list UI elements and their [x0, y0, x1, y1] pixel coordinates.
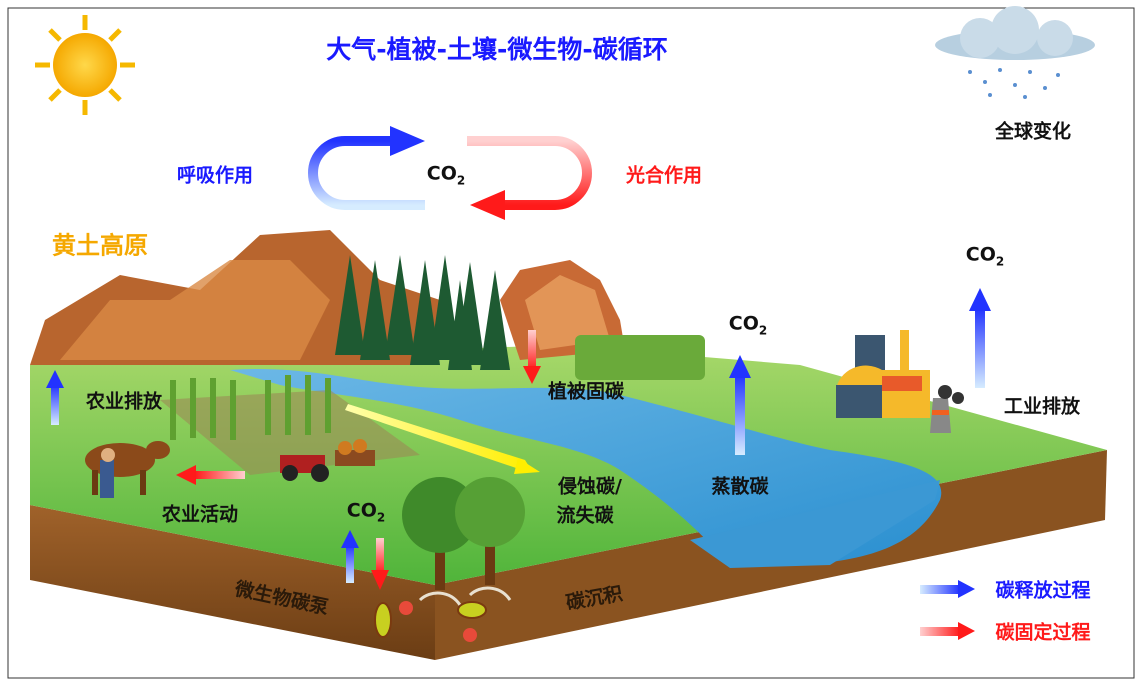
soil-microbes	[374, 601, 487, 642]
soil-front-left-face	[30, 505, 435, 660]
co2-center-label: CO2	[427, 163, 465, 188]
loess-plateau-label: 黄土高原	[52, 231, 148, 260]
respiration-loop-arrow	[308, 126, 425, 210]
legend-release-label: 碳释放过程	[995, 579, 1091, 602]
legend-release-arrow	[920, 580, 975, 598]
agri-activity-arrow	[176, 465, 245, 485]
co2-subscript: 2	[376, 510, 386, 525]
industry-emission-arrow	[969, 288, 991, 388]
erosion-label-line2: 流失碳	[556, 504, 614, 527]
evapotranspiration-label: 蒸散碳	[711, 475, 769, 498]
industry-emission-label: 工业排放	[1003, 395, 1081, 418]
factory	[836, 330, 964, 433]
conifer-forest	[335, 255, 510, 370]
co2-text: CO	[346, 499, 377, 522]
loess-mountains	[30, 230, 625, 365]
river-front-face	[690, 480, 940, 568]
co2-subscript: 2	[995, 254, 1005, 269]
wetland-reeds	[575, 335, 705, 380]
erosion-label-line1: 侵蚀碳/	[558, 475, 622, 498]
page-title: 大气-植被-土壤-微生物-碳循环	[326, 35, 668, 64]
frame-border	[7, 7, 1135, 679]
cow-and-farmer	[85, 441, 170, 498]
global-change-label: 全球变化	[994, 120, 1072, 143]
vegetation-fixation-label: 植被固碳	[547, 380, 625, 403]
broadleaf-trees	[402, 477, 525, 606]
legend-fixation-arrow	[920, 622, 975, 640]
agri-emission-arrow	[46, 370, 64, 425]
microbial-release-arrow	[341, 530, 359, 583]
sun-icon	[35, 15, 135, 115]
co2-industry-label: CO2	[966, 244, 1004, 269]
co2-text: CO	[965, 243, 996, 266]
co2-evapo-label: CO2	[729, 313, 767, 338]
erosion-arrow	[345, 404, 540, 474]
co2-subscript: 2	[758, 323, 768, 338]
respiration-label: 呼吸作用	[176, 164, 254, 187]
photosynthesis-label: 光合作用	[625, 164, 703, 187]
legend-fixation-label: 碳固定过程	[995, 621, 1091, 644]
river-water	[230, 368, 942, 565]
agri-activity-label: 农业活动	[161, 503, 239, 526]
rain-cloud-icon	[935, 6, 1095, 99]
evapotranspiration-arrow	[729, 355, 751, 455]
agri-emission-label: 农业排放	[85, 390, 163, 413]
photosynthesis-loop-arrow	[467, 136, 592, 220]
co2-subscript: 2	[456, 173, 466, 188]
tractor	[280, 439, 375, 482]
co2-soil-label: CO2	[347, 500, 385, 525]
vegetation-fixation-arrow	[523, 330, 541, 384]
co2-text: CO	[426, 162, 457, 185]
co2-text: CO	[728, 312, 759, 335]
microbial-fixation-arrow	[371, 538, 389, 590]
